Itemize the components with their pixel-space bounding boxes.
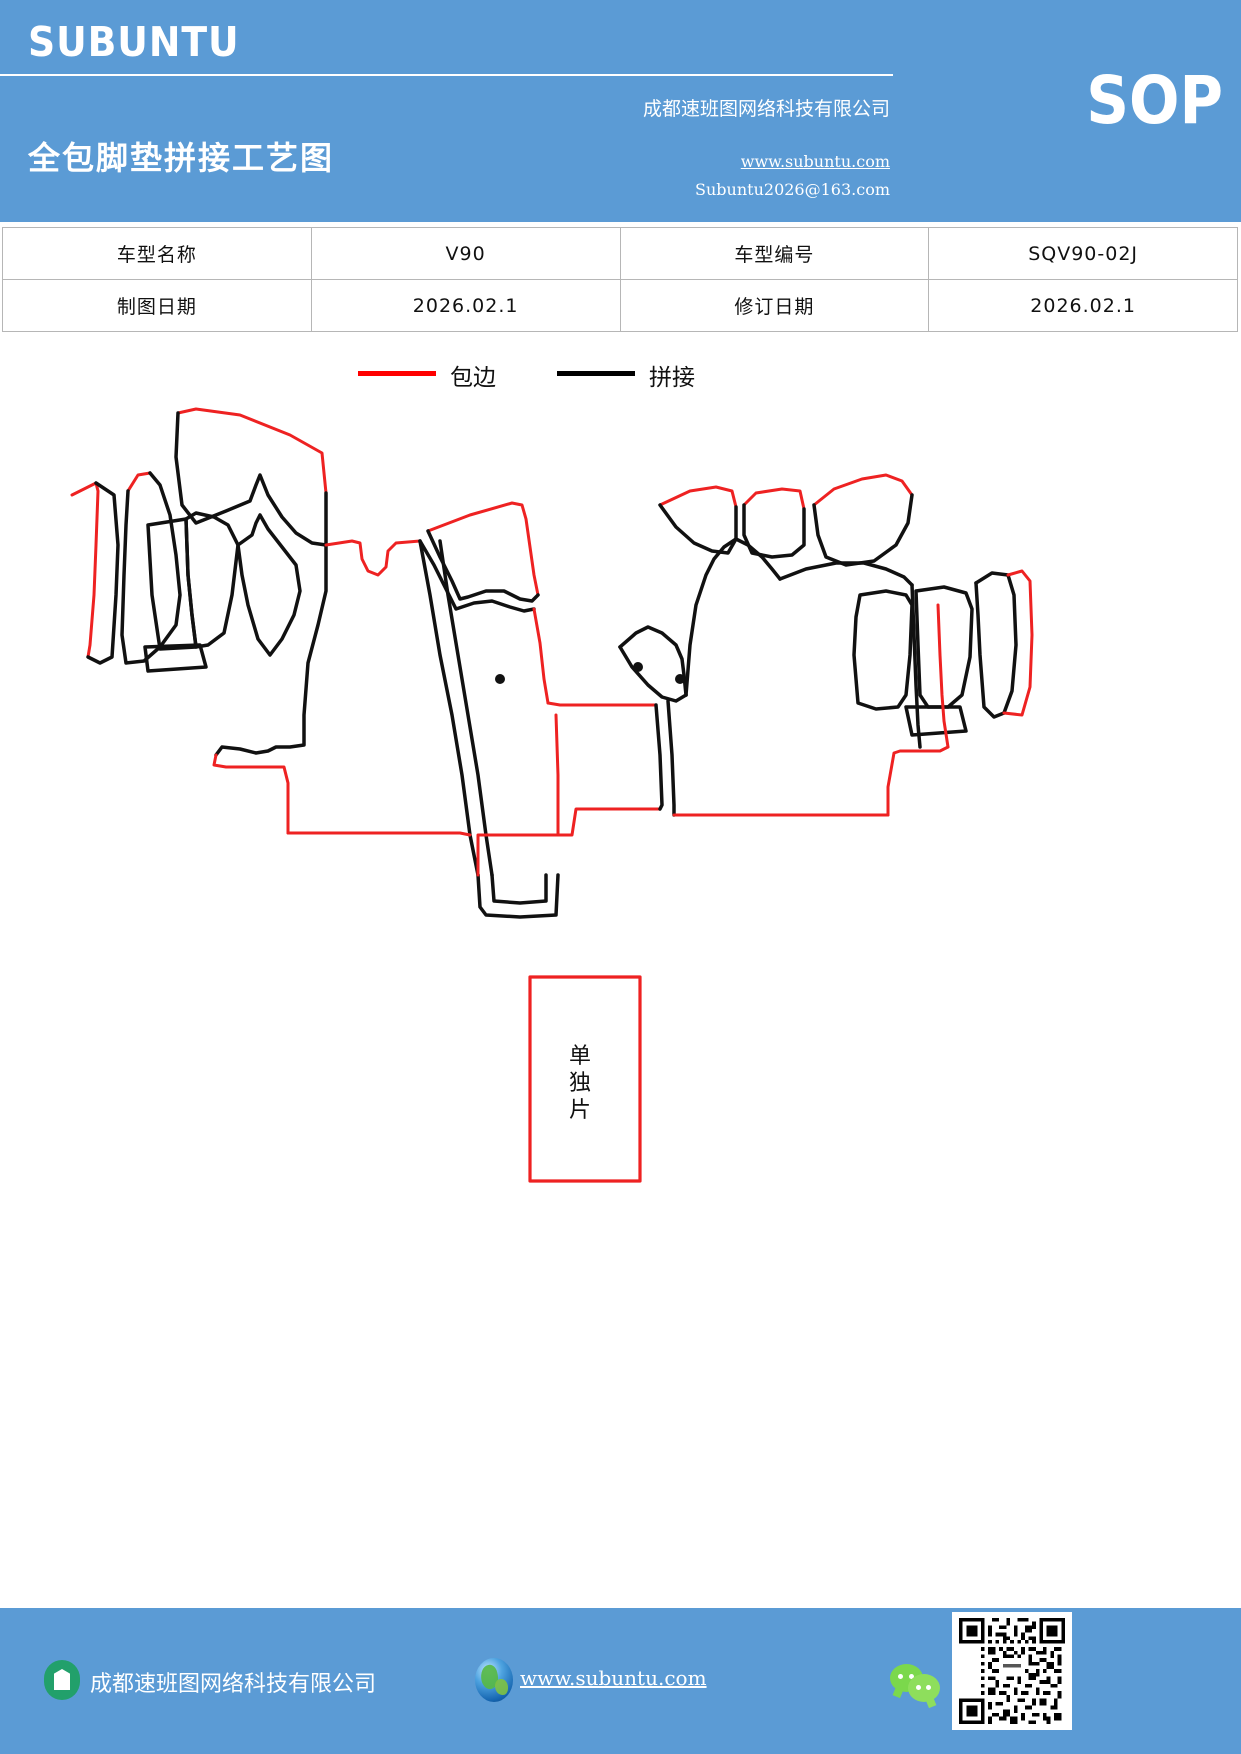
table-cell-label: 车型名称 <box>2 227 312 280</box>
piece-outline-splice <box>974 581 1006 719</box>
footer-company-name: 成都速班图网络科技有限公司 <box>90 1672 377 1697</box>
wechat-dot <box>909 1674 914 1679</box>
piece-outline-splice <box>778 561 914 587</box>
table-row: 车型名称 V90 车型编号 SQV90-02J <box>2 227 1238 280</box>
table-cell-label: 车型编号 <box>619 227 930 280</box>
piece-outline-splice <box>418 539 536 613</box>
document-header: SUBUNTU 成都速班图网络科技有限公司 SOP 全包脚垫拼接工艺图 www.… <box>0 0 1241 222</box>
piece-outline-splice <box>426 529 540 603</box>
table-cell-value: V90 <box>310 227 621 280</box>
legend-label: 包边 <box>450 365 496 391</box>
piece-outline-splice <box>742 503 806 559</box>
piece-outline-splice <box>86 481 120 665</box>
legend: 包边 拼接 <box>0 358 1241 400</box>
piece-outline-splice <box>143 643 208 673</box>
wechat-bubble-front <box>908 1674 940 1702</box>
piece-outline-splice <box>910 583 922 749</box>
hole-marker <box>633 662 643 672</box>
mat-outline-splice <box>684 537 738 697</box>
qr-code[interactable] <box>952 1612 1072 1730</box>
piece-outline-splice <box>974 571 1018 715</box>
piece-outline-splice <box>174 411 328 547</box>
piece-outline-binding <box>546 701 658 707</box>
page-title: 全包脚垫拼接工艺图 <box>28 139 335 177</box>
piece-outline-splice <box>852 589 914 711</box>
piece-outline-splice <box>618 645 688 703</box>
mat-outline-binding <box>554 713 560 837</box>
header-email: Subuntu2026@163.com <box>695 180 890 199</box>
table-cell-value: 2026.02.1 <box>928 279 1238 332</box>
hole-marker <box>495 674 505 684</box>
legend-label: 拼接 <box>649 365 695 391</box>
piece-outline-splice <box>654 703 664 811</box>
piece-outline-binding <box>742 487 806 511</box>
mat-outline-splice <box>734 537 782 581</box>
pattern-svg <box>70 407 1034 1183</box>
hole-marker <box>675 674 685 684</box>
mat-outline-binding <box>886 745 950 817</box>
header-divider <box>0 74 893 76</box>
wechat-icon <box>890 1664 946 1704</box>
piece-outline-splice <box>476 873 560 919</box>
document-type-badge: SOP <box>1086 62 1223 139</box>
piece-outline-splice <box>666 699 676 817</box>
piece-outline-splice <box>904 705 968 737</box>
piece-outline-binding <box>126 471 152 493</box>
brand-logo: SUBUNTU <box>28 18 240 66</box>
qr-code-svg <box>959 1618 1065 1724</box>
table-cell-value: 2026.02.1 <box>310 279 621 332</box>
mat-outline-binding <box>936 603 950 749</box>
piece-outline-binding <box>812 473 914 507</box>
piece-outline-binding <box>658 485 738 509</box>
table-row: 制图日期 2026.02.1 修订日期 2026.02.1 <box>2 279 1238 332</box>
wechat-dot <box>916 1685 921 1690</box>
piece-outline-splice <box>236 513 302 657</box>
wechat-dot <box>926 1685 931 1690</box>
mat-outline-binding <box>212 753 290 835</box>
table-cell-label: 修订日期 <box>619 279 930 332</box>
piece-outline-splice <box>914 585 974 709</box>
piece-outline-binding <box>176 407 328 495</box>
separate-piece-outline <box>528 975 642 1183</box>
wechat-dot <box>898 1674 903 1679</box>
table-cell-value: SQV90-02J <box>928 227 1238 280</box>
piece-outline-splice <box>146 517 198 651</box>
piece-outline-binding <box>532 607 550 705</box>
mat-outline-binding <box>438 831 472 837</box>
mat-outline-binding <box>476 807 662 877</box>
piece-outline-binding <box>426 501 540 597</box>
mat-outline-splice <box>214 543 328 757</box>
piece-outline-binding <box>1002 569 1034 717</box>
piece-outline-binding <box>70 481 100 659</box>
piece-outline-splice <box>812 493 914 567</box>
separate-piece-label: 单独片 <box>568 1044 591 1123</box>
building-icon <box>44 1660 80 1700</box>
footer-website-link[interactable]: www.subuntu.com <box>520 1666 707 1690</box>
red-line-swatch <box>358 371 436 376</box>
connector-binding <box>324 539 422 577</box>
black-line-swatch <box>557 371 635 376</box>
piece-outline-splice <box>618 625 688 697</box>
floor-mat-pattern-drawing: 单独片 <box>0 395 1241 1215</box>
piece-outline-splice <box>490 873 548 905</box>
header-company-name: 成都速班图网络科技有限公司 <box>642 98 890 120</box>
piece-outline-splice <box>658 503 738 555</box>
vehicle-info-table: 车型名称 V90 车型编号 SQV90-02J 制图日期 2026.02.1 修… <box>2 227 1238 332</box>
globe-icon <box>475 1658 513 1702</box>
table-cell-label: 制图日期 <box>2 279 312 332</box>
header-website-link[interactable]: www.subuntu.com <box>740 152 890 171</box>
